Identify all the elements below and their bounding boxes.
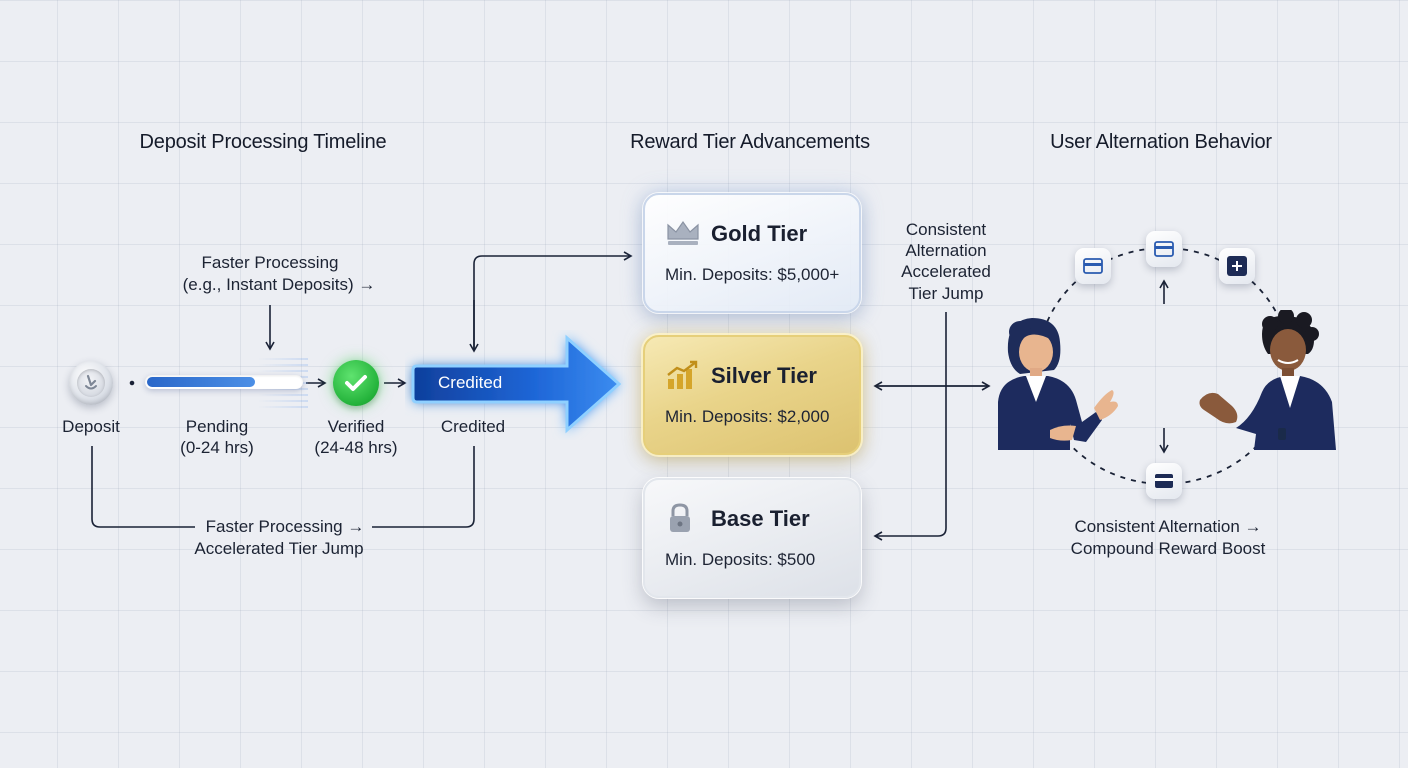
side-note-line-1: Consistent bbox=[905, 220, 987, 239]
faster-processing-bottom-label: Faster Processing → bbox=[205, 517, 365, 536]
plus-icon bbox=[1219, 248, 1255, 284]
stage-label-credited: Credited bbox=[440, 417, 506, 436]
woman-avatar bbox=[998, 318, 1118, 450]
card-icon-top bbox=[1146, 231, 1182, 267]
faster-processing-label: Faster Processing bbox=[201, 253, 339, 272]
tier-name-gold: Gold Tier bbox=[711, 221, 808, 246]
lock-icon bbox=[670, 503, 690, 532]
tier-card-silver: Silver Tier Min. Deposits: $2,000 bbox=[643, 335, 861, 455]
side-note-line-3: Accelerated bbox=[901, 262, 991, 281]
stage-label-verified: Verified bbox=[327, 417, 385, 436]
side-note-line-2: Alternation bbox=[905, 241, 987, 260]
tier-min-base: Min. Deposits: $500 bbox=[665, 550, 816, 569]
pending-progress-bar bbox=[145, 375, 303, 389]
credited-arrow-icon bbox=[411, 334, 622, 434]
stage-sublabel-pending: (0-24 hrs) bbox=[180, 438, 254, 457]
verified-check-icon bbox=[333, 360, 379, 406]
bottom-loop-right bbox=[372, 446, 475, 528]
stage-label-pending: Pending bbox=[185, 417, 249, 436]
deposit-coin-icon bbox=[69, 361, 113, 405]
card-icon-bottom bbox=[1146, 463, 1182, 499]
arrow-to-gold bbox=[473, 251, 633, 350]
crown-icon bbox=[667, 220, 699, 245]
reward-tiers-title: Reward Tier Advancements bbox=[630, 131, 870, 153]
growth-chart-icon bbox=[667, 360, 698, 389]
user-alternation-title: User Alternation Behavior bbox=[1050, 131, 1272, 153]
stage-label-deposit: Deposit bbox=[62, 417, 120, 436]
arrow-to-base bbox=[873, 312, 947, 541]
tier-min-silver: Min. Deposits: $2,000 bbox=[665, 407, 830, 426]
alternation-bottom-line-1: Consistent Alternation → bbox=[1074, 517, 1262, 536]
tier-card-base: Base Tier Min. Deposits: $500 bbox=[643, 478, 861, 598]
deposit-timeline-title: Deposit Processing Timeline bbox=[139, 131, 387, 153]
credited-arrow-label: Credited bbox=[438, 373, 503, 392]
stage-sublabel-verified: (24-48 hrs) bbox=[314, 438, 398, 457]
side-note-line-4: Tier Jump bbox=[908, 284, 984, 303]
tier-card-gold: Gold Tier Min. Deposits: $5,000+ bbox=[643, 193, 861, 313]
tier-name-base: Base Tier bbox=[711, 506, 810, 531]
instant-deposits-label: (e.g., Instant Deposits) → bbox=[182, 275, 376, 294]
pending-progress-fill bbox=[147, 377, 255, 387]
alternation-bottom-line-2: Compound Reward Boost bbox=[1070, 539, 1266, 558]
card-icon-left bbox=[1075, 248, 1111, 284]
tier-min-gold: Min. Deposits: $5,000+ bbox=[665, 265, 840, 284]
man-avatar bbox=[1199, 310, 1336, 450]
accelerated-tier-jump-label: Accelerated Tier Jump bbox=[194, 539, 364, 558]
tier-name-silver: Silver Tier bbox=[711, 363, 817, 388]
bottom-loop-left bbox=[91, 446, 195, 528]
dot bbox=[129, 380, 135, 386]
